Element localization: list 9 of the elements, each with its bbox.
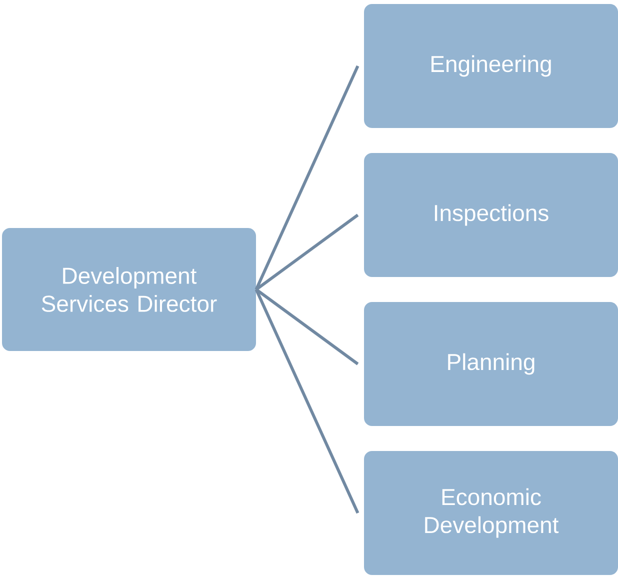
- process-box: Development Services Director: [2, 228, 256, 351]
- process-box: Planning: [364, 302, 618, 426]
- connector-line: [255, 288, 359, 366]
- process-box: Inspections: [364, 153, 618, 277]
- process-box: Engineering: [364, 4, 618, 128]
- process-box: Economic Development: [364, 451, 618, 575]
- connector-line: [254, 65, 360, 290]
- connector-line: [255, 214, 359, 291]
- connector-line: [254, 288, 360, 514]
